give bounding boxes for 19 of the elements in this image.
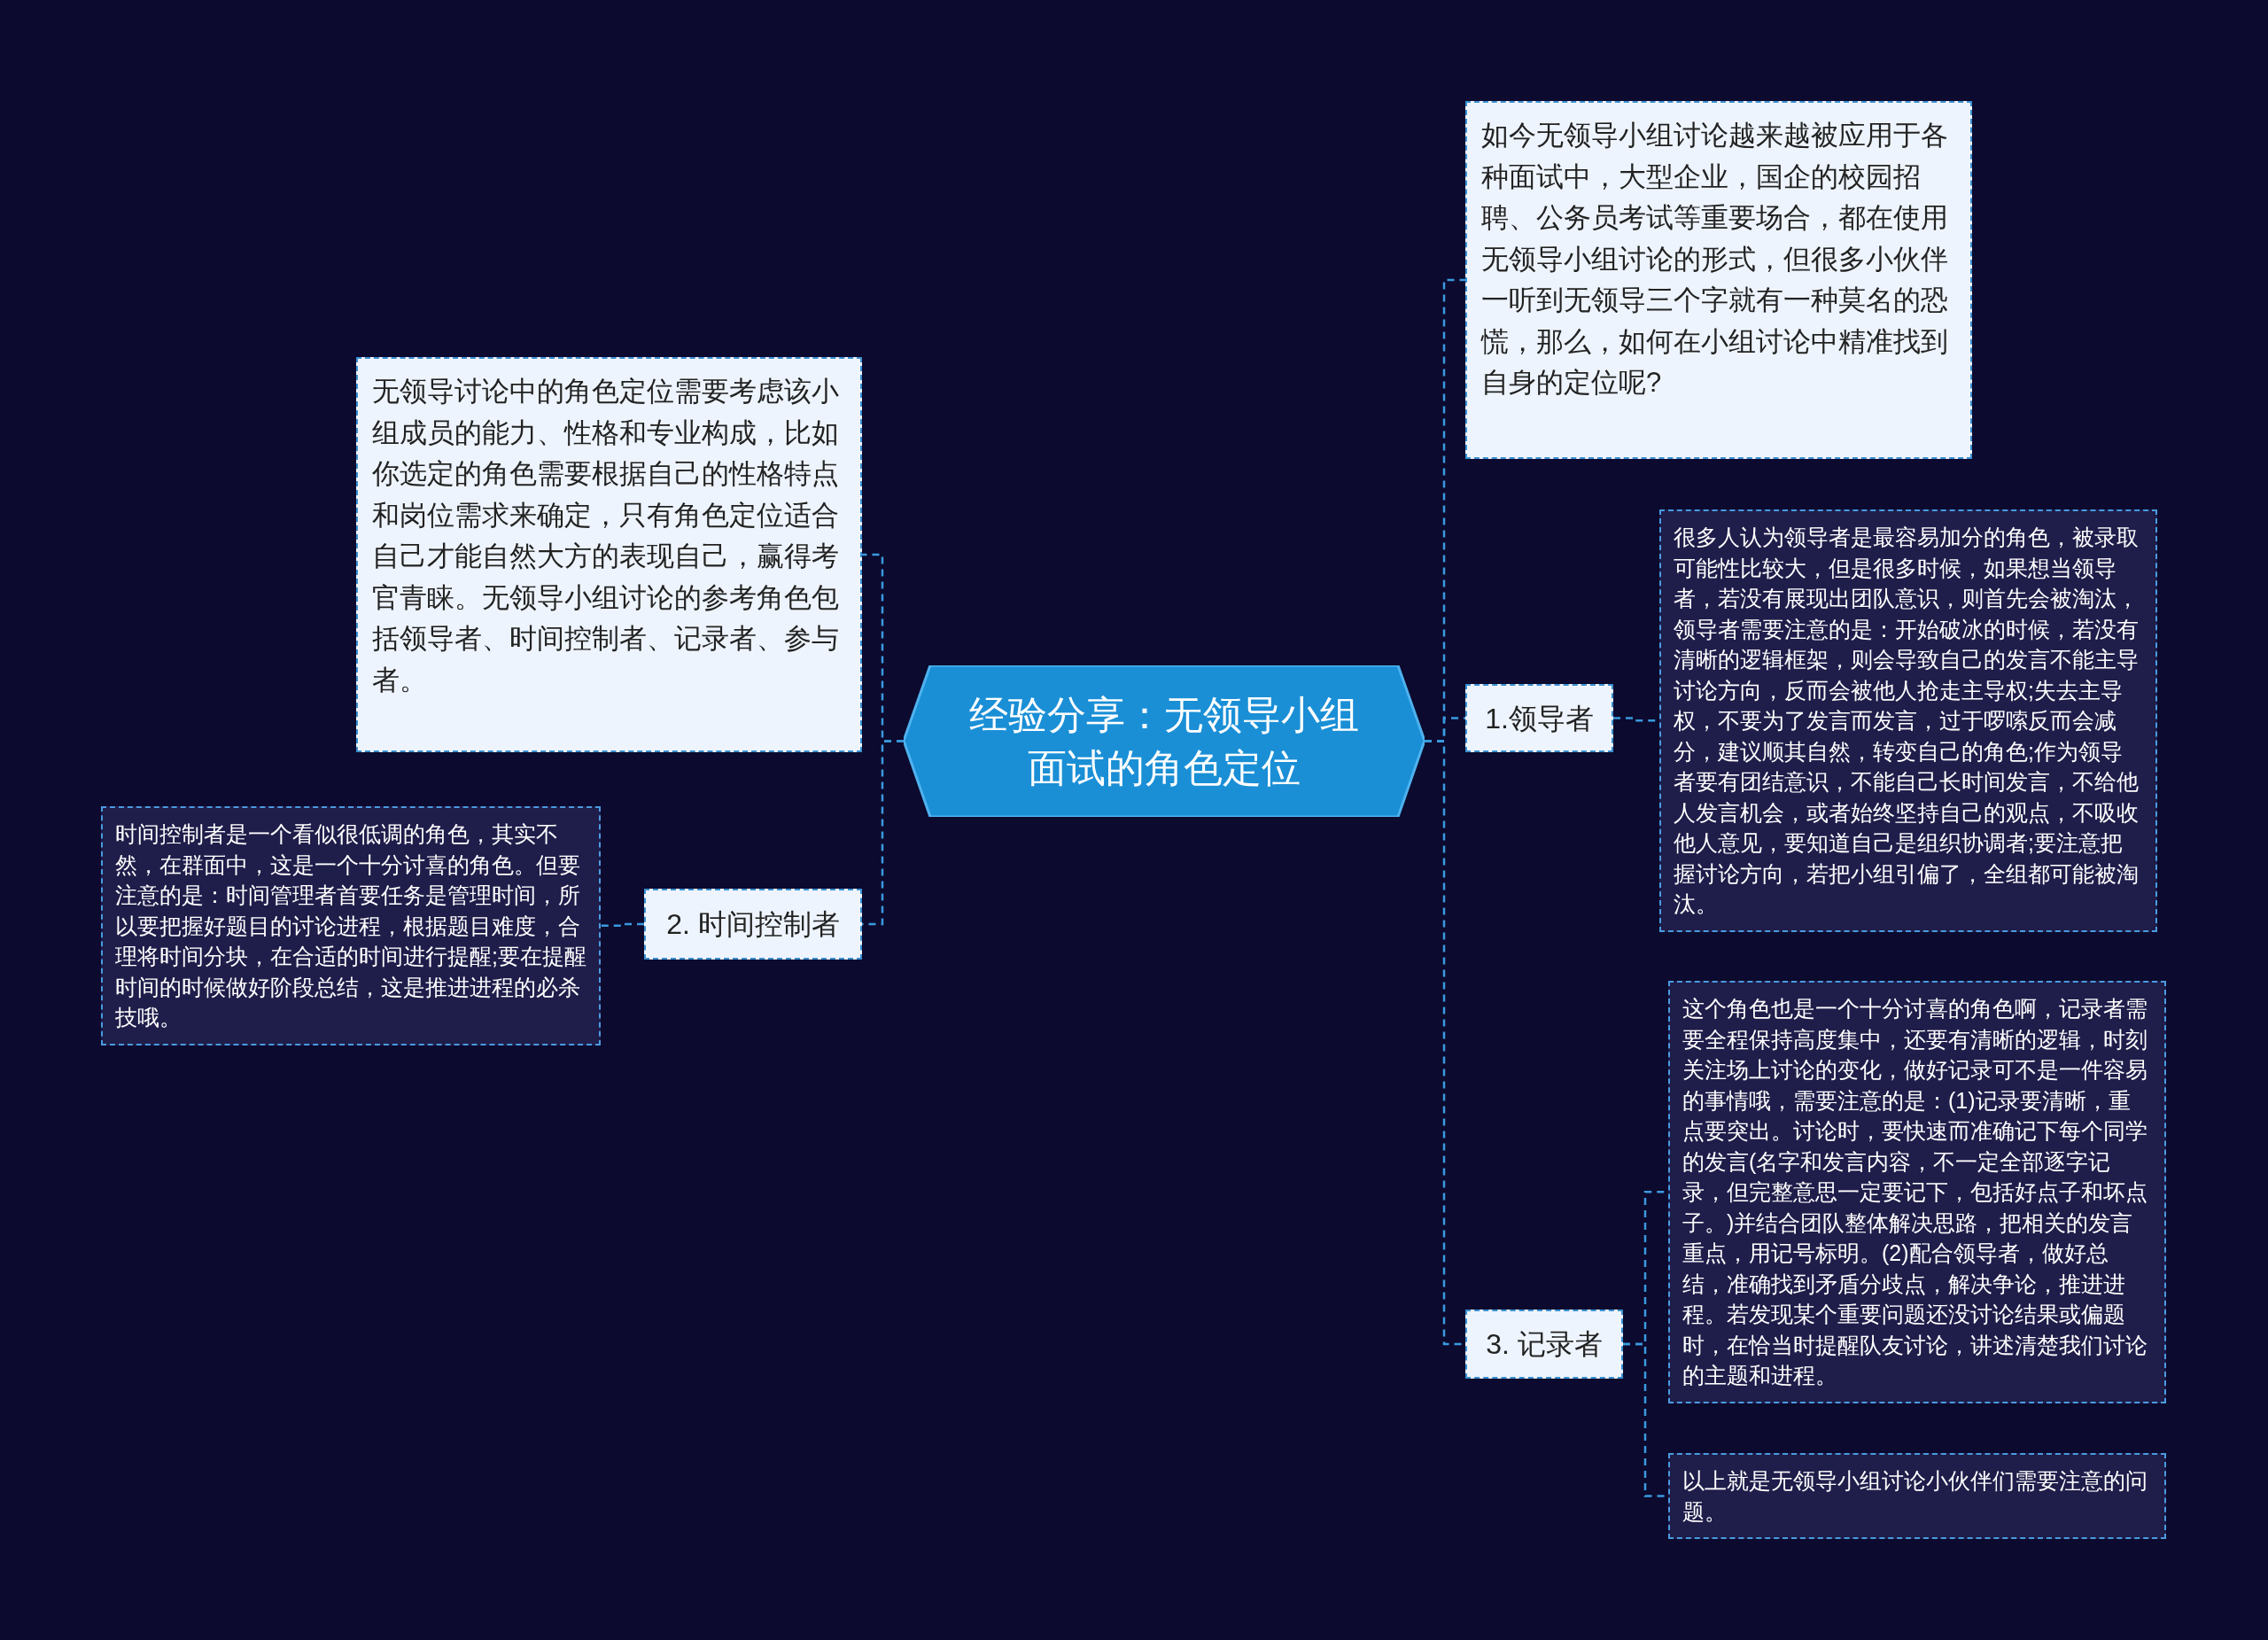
node-text: 这个角色也是一个十分讨喜的角色啊，记录者需要全程保持高度集中，还要有清晰的逻辑，时刻关注场上讨论的变化，做好记录可不是一件容易的事情哦，需要注意的是：(1)记录要清晰，重点要突出。讨论时，要快速而准确记下每个同学的发言(名字和发言内容，不一定全部逐字记录，但完整意思一定要记下，包括好点子和坏点子。)并结合团队整体解决思路，把相关的发言重点，用记号标明。(2)配合领导者，做好总结，准确找到矛盾分歧点，解决争论，推进进程。若发现某个重要问题还没讨论结果或偏题时，在恰当时提醒队友讨论，讲述清楚我们讨论的主题和进程。: [1682, 995, 2148, 1389]
node-text: 如今无领导小组讨论越来越被应用于各种面试中，大型企业，国企的校园招聘、公务员考试等重要场合，都在使用无领导小组讨论的形式，但很多小伙伴一听到无领导三个字就有一种莫名的恐慌，那么，如何在小组讨论中精准找到自身的定位呢?: [1481, 119, 1949, 400]
connector-line: [601, 922, 644, 927]
node-text: 1.领导者: [1485, 701, 1594, 736]
node-text: 时间控制者是一个看似很低调的角色，其实不然，在群面中，这是一个十分讨喜的角色。但要注意的是：时间管理者首要任务是管理时间，所以要把握好题目的讨论进程，根据题目难度，合理将时间分块，在合适的时间进行提醒;要在提醒时间的时候做好阶段总结，这是推进进程的必杀技哦。: [115, 820, 586, 1031]
node-text: 2. 时间控制者: [666, 907, 840, 942]
note-card: [1465, 101, 1972, 459]
topic-card: [1465, 1310, 1623, 1379]
topic-hexagon: [904, 665, 1425, 817]
node-text: 以上就是无领导小组讨论小伙伴们需要注意的问题。: [1682, 1467, 2148, 1526]
topic-card: [644, 889, 862, 960]
node-text: 无领导讨论中的角色定位需要考虑该小组成员的能力、性格和专业构成，比如你选定的角色需要根据自己的性格特点和岗位需求来确定，只有角色定位适合自己才能自然大方的表现自己，赢得考官青睐。无领导小组讨论的参考角色包括领导者、时间控制者、记录者、参与者。: [372, 375, 840, 697]
note-card: [356, 357, 862, 752]
detail-card: [1668, 1453, 2166, 1539]
detail-card: [101, 806, 601, 1045]
node-text: 很多人认为领导者是最容易加分的角色，被录取可能性比较大，但是很多时候，如果想当领导者，若没有展现出团队意识，则首先会被淘汰，领导者需要注意的是：开始破冰的时候，若没有清晰的逻辑框架，则会导致自己的发言不能主导讨论方向，反而会被他人抢走主导权;失去主导权，不要为了发言而发言，过于啰嗦反而会减分，建议顺其自然，转变自己的角色;作为领导者要有团结意识，不能自己长时间发言，不给他人发言机会，或者始终坚持自己的观点，不吸收他人意见，要知道自己是组织协调者;要注意把握讨论方向，若把小组引偏了，全组都可能被淘汰。: [1674, 524, 2140, 918]
topic-card: [1465, 684, 1613, 752]
topic-title: 经验分享：无领导小组面试的角色定位: [968, 692, 1360, 791]
node-text: 3. 记录者: [1486, 1327, 1603, 1362]
